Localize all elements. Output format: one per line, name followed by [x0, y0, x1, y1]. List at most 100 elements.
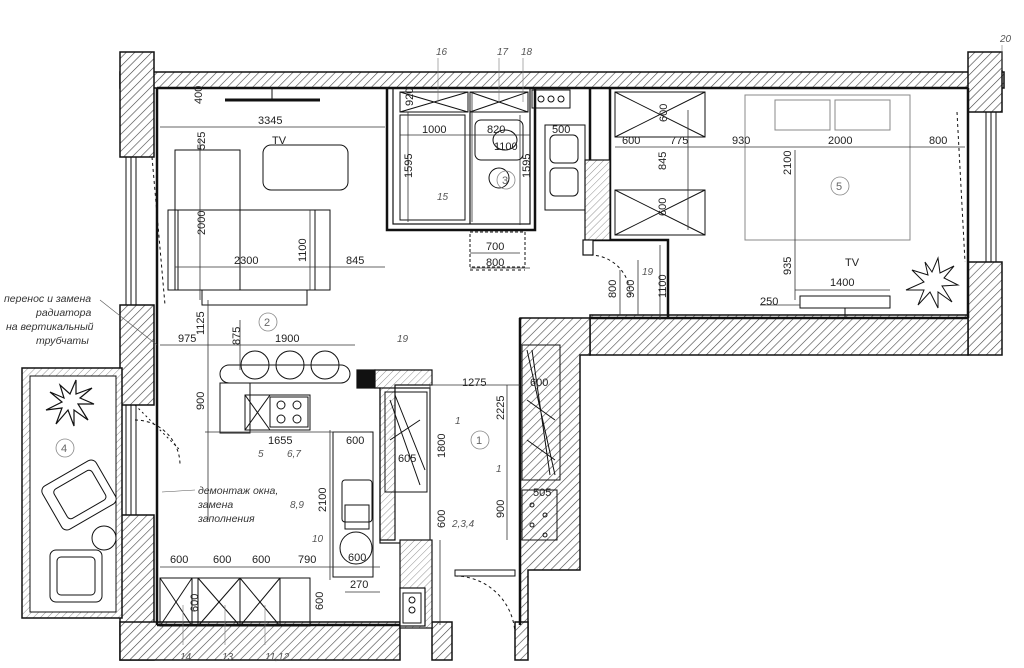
marker-5: 5 [258, 449, 264, 460]
plant-icon [905, 256, 960, 309]
dimension-lines [160, 92, 965, 625]
bedroom-furniture [614, 91, 960, 318]
dim-800-vert: 800 [607, 280, 619, 298]
marker-20: 20 [999, 34, 1012, 45]
dim-1595-right: 1595 [521, 154, 533, 178]
dim-600-cab: 600 [189, 594, 201, 612]
room-number-3: 3 [502, 175, 508, 187]
dim-600-ward-bottom: 600 [657, 198, 669, 216]
dim-2000-bed: 2000 [828, 135, 852, 147]
note-window-line2: замена [197, 499, 233, 511]
dim-600-hall-bottom: 600 [436, 510, 448, 528]
dim-2100-bed: 2100 [782, 151, 794, 175]
marker-8-9: 8,9 [290, 500, 304, 511]
room-numbers [55, 170, 850, 458]
marker-19b: 19 [642, 267, 654, 278]
dim-600-kitchen: 600 [346, 435, 364, 447]
marker-1b: 1 [496, 464, 502, 475]
item-markers: 1 1 2,3,4 5 6,7 8,9 10 11,12 13 14 15 16… [180, 34, 1012, 663]
dim-600-bottom: 600 [314, 592, 326, 610]
kitchen-hall-partition [356, 369, 433, 629]
note-radiator-line1: перенос и замена [4, 293, 91, 305]
windows [125, 111, 997, 516]
dim-930: 930 [732, 135, 750, 147]
dim-525: 525 [196, 132, 208, 150]
dim-600-hall: 600 [530, 377, 548, 389]
dim-935: 935 [782, 257, 794, 275]
dimension-labels: 400 525 3345 TV 2000 1100 2300 845 1125 … [170, 86, 947, 612]
dim-1125: 1125 [195, 311, 207, 335]
dim-900-hall: 900 [495, 500, 507, 518]
dim-270: 270 [350, 579, 368, 591]
room-number-2: 2 [264, 317, 270, 329]
room-number-5: 5 [836, 181, 842, 193]
dim-1100-bath: 1100 [494, 141, 518, 153]
tv-label-bedroom: TV [845, 257, 860, 269]
living-furniture [167, 88, 349, 306]
marker-15: 15 [437, 192, 449, 203]
marker-6-7: 6,7 [287, 449, 301, 460]
dim-600-ward-top: 600 [658, 104, 670, 122]
marker-1a: 1 [455, 416, 461, 427]
dim-600-b: 600 [213, 554, 231, 566]
dim-845-ward: 845 [657, 152, 669, 170]
dim-505: 505 [533, 487, 551, 499]
dim-1000: 1000 [422, 124, 446, 136]
dim-2100-kitchen: 2100 [317, 488, 329, 512]
dim-2225: 2225 [495, 396, 507, 420]
dim-700: 700 [486, 241, 504, 253]
room-number-1: 1 [476, 435, 482, 447]
tv-label-living: TV [272, 135, 287, 147]
balcony [21, 367, 123, 619]
dim-1595-left: 1595 [403, 154, 415, 178]
exterior-walls [119, 51, 1005, 661]
note-radiator-line2: радиатора [35, 307, 91, 319]
dim-1900: 1900 [275, 333, 299, 345]
dim-920: 920 [404, 88, 416, 106]
dim-790: 790 [298, 554, 316, 566]
plant-icon [45, 379, 95, 427]
dim-250: 250 [760, 296, 778, 308]
note-radiator-line3: на вертикальный [6, 321, 94, 333]
room-number-4: 4 [61, 443, 67, 455]
dim-500: 500 [552, 124, 570, 136]
dim-775: 775 [670, 135, 688, 147]
dim-875: 875 [231, 327, 243, 345]
dim-600-sink: 600 [348, 552, 366, 564]
marker-17: 17 [497, 47, 509, 58]
dim-1275: 1275 [462, 377, 486, 389]
marker-2-3-4: 2,3,4 [451, 519, 475, 530]
bathroom-walls [392, 87, 611, 256]
note-window-line3: заполнения [197, 513, 255, 525]
dim-820: 820 [487, 124, 505, 136]
marker-18: 18 [521, 47, 533, 58]
dim-975: 975 [178, 333, 196, 345]
dim-1655: 1655 [268, 435, 292, 447]
dim-605: 605 [398, 453, 416, 465]
marker-11-12: 11,12 [265, 652, 290, 663]
kitchen-furniture [134, 350, 374, 627]
dim-400: 400 [193, 86, 205, 104]
dim-600-c: 600 [252, 554, 270, 566]
dim-900-vert: 900 [625, 280, 637, 298]
doors [134, 254, 631, 637]
dim-845-living: 845 [346, 255, 364, 267]
dim-800-bed: 800 [929, 135, 947, 147]
dim-1100-living: 1100 [297, 238, 309, 262]
dim-1400: 1400 [830, 277, 854, 289]
dim-1800: 1800 [436, 434, 448, 458]
dim-900-kitchen: 900 [195, 392, 207, 410]
note-radiator-line4: трубчаты [36, 335, 89, 347]
marker-leaders [182, 45, 1003, 645]
marker-16: 16 [436, 47, 448, 58]
dim-800-door: 800 [486, 257, 504, 269]
marker-19a: 19 [397, 334, 409, 345]
marker-13: 13 [222, 652, 234, 663]
dim-1100-vert: 1100 [657, 274, 669, 298]
marker-14: 14 [180, 652, 192, 663]
note-window-line1: демонтаж окна, [198, 485, 278, 497]
dim-3345: 3345 [258, 115, 282, 127]
dim-600-a: 600 [170, 554, 188, 566]
dim-600-ward-left: 600 [622, 135, 640, 147]
